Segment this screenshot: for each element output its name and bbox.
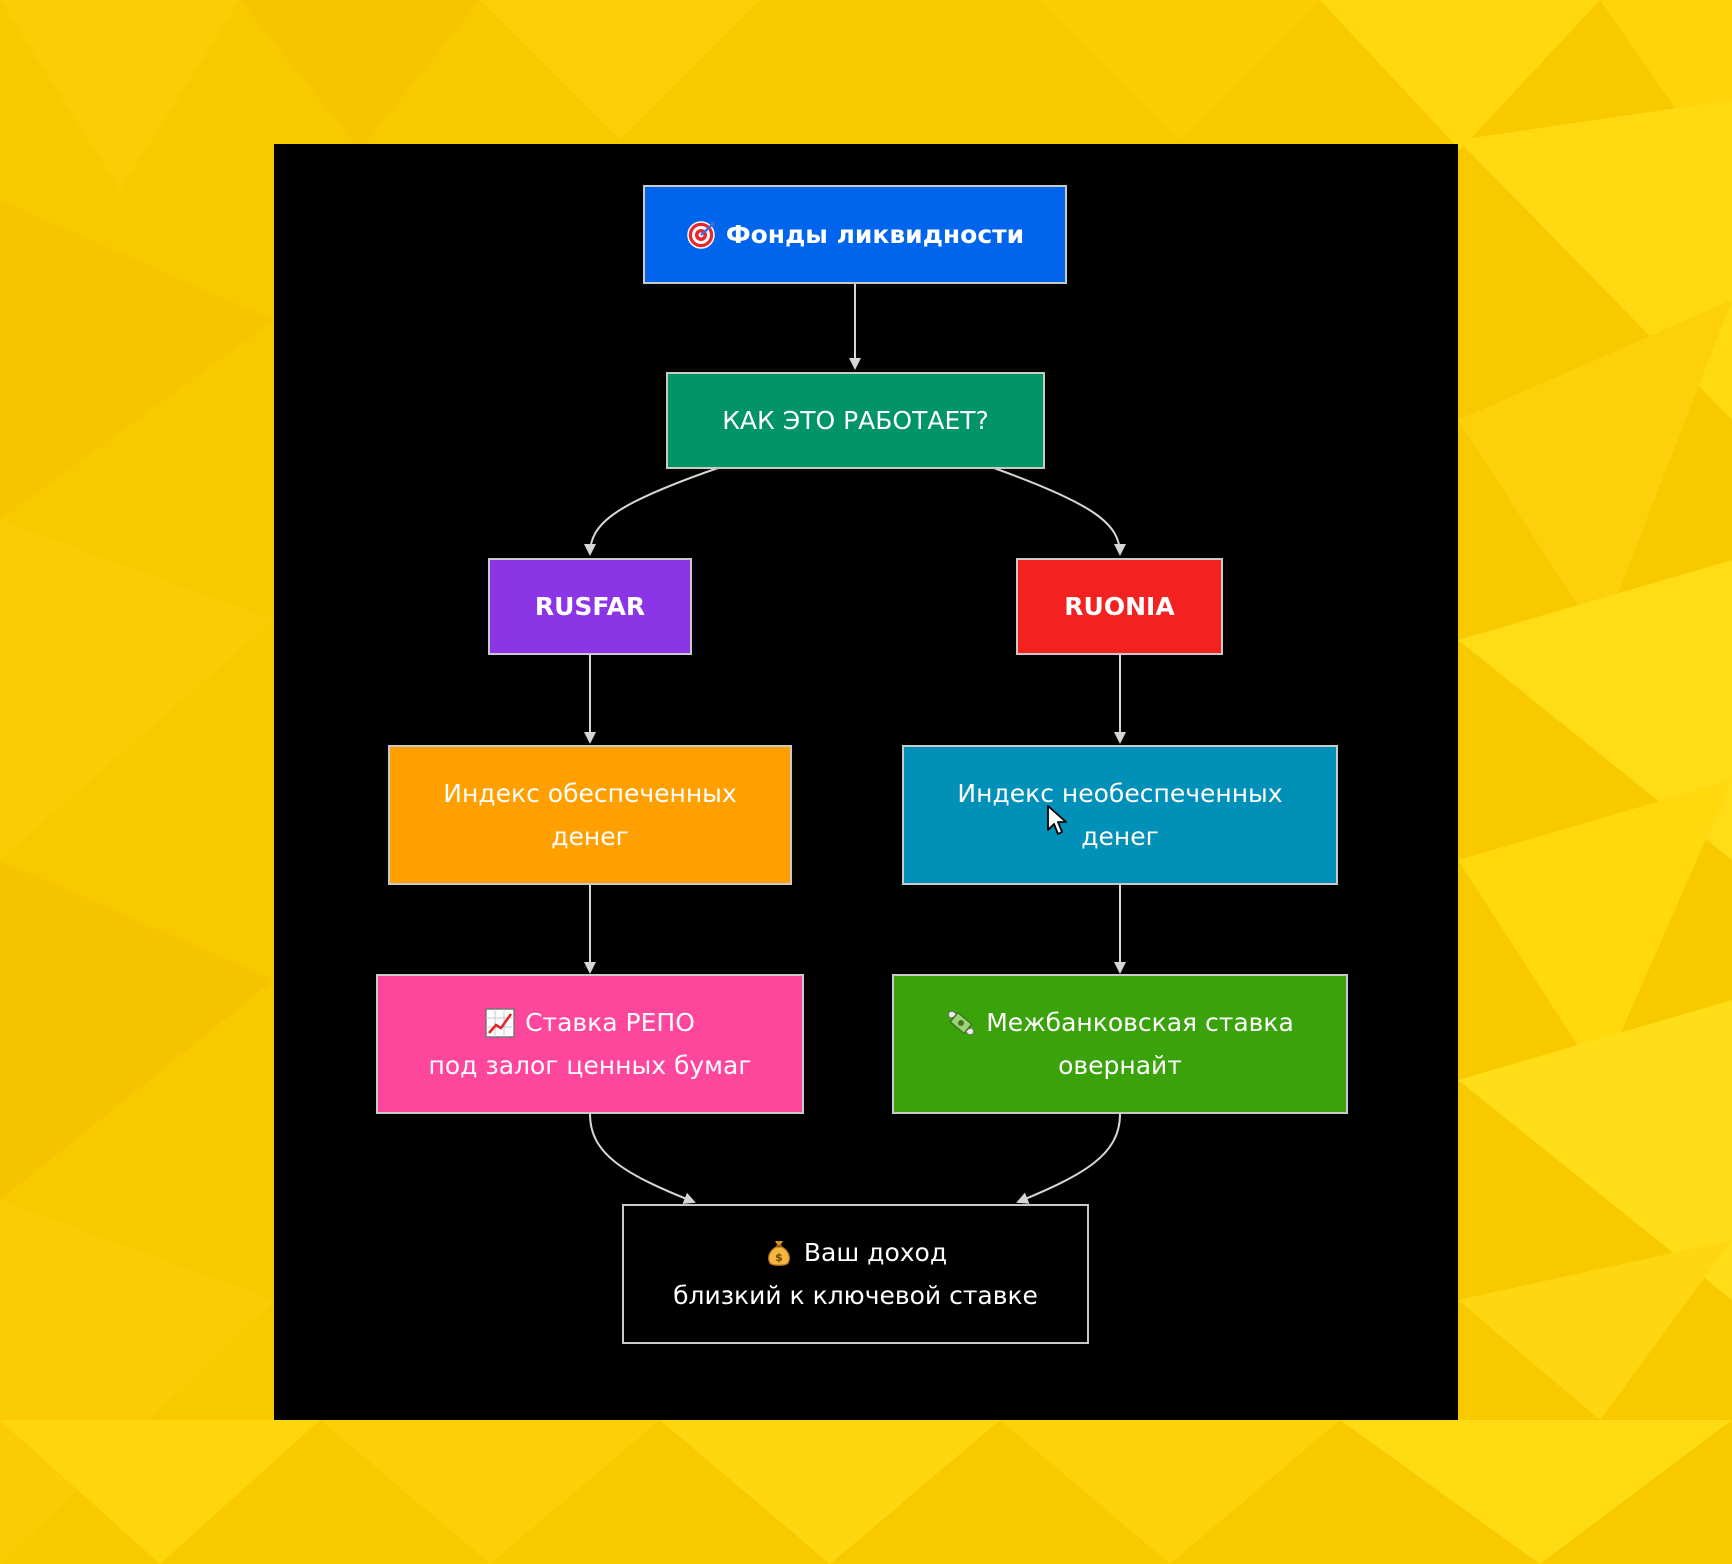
node-liquidity-funds-label: Фонды ликвидности	[725, 220, 1025, 249]
node-rusfar[interactable]: RUSFAR	[488, 558, 692, 655]
flowchart-canvas: Фонды ликвидности КАК ЭТО РАБОТАЕТ? RUSF…	[274, 144, 1458, 1420]
svg-text:$: $	[775, 1251, 783, 1264]
node-unsecured-index[interactable]: Индекс необеспеченных денег	[902, 745, 1338, 885]
node-interbank-rate-line1: Межбанковская ставка	[986, 1008, 1294, 1037]
mouse-pointer-icon	[1047, 805, 1067, 835]
node-rusfar-label: RUSFAR	[534, 592, 646, 621]
node-unsecured-index-line2: денег	[1081, 822, 1159, 851]
node-how-it-works-label: КАК ЭТО РАБОТАЕТ?	[722, 406, 989, 435]
edge-interbank-to-income	[1016, 1113, 1121, 1204]
node-interbank-rate-line2: овернайт	[1058, 1051, 1182, 1080]
flowchart-connectors	[584, 284, 1126, 1204]
node-repo-rate[interactable]: Ставка РЕПО под залог ценных бумаг	[376, 974, 804, 1114]
money-bag-icon: $	[764, 1238, 794, 1268]
money-wings-icon	[946, 1008, 976, 1038]
node-how-it-works[interactable]: КАК ЭТО РАБОТАЕТ?	[666, 372, 1045, 469]
edge-how-to-rusfar	[584, 467, 719, 556]
edge-repo-to-income	[589, 1113, 696, 1204]
node-repo-rate-line2: под залог ценных бумаг	[428, 1051, 752, 1080]
node-secured-index[interactable]: Индекс обеспеченных денег	[388, 745, 792, 885]
chart-increasing-icon	[485, 1007, 515, 1038]
target-icon	[686, 220, 716, 250]
node-ruonia-label: RUONIA	[1064, 592, 1175, 621]
node-interbank-rate[interactable]: Межбанковская ставка овернайт	[892, 974, 1348, 1114]
node-secured-index-line1: Индекс обеспеченных	[443, 779, 737, 808]
node-your-income-line1: Ваш доход	[803, 1238, 948, 1267]
edge-how-to-ruonia	[993, 467, 1126, 556]
node-ruonia[interactable]: RUONIA	[1016, 558, 1223, 655]
node-repo-rate-line1: Ставка РЕПО	[525, 1008, 695, 1037]
node-unsecured-index-line1: Индекс необеспеченных	[957, 779, 1283, 808]
node-secured-index-line2: денег	[551, 822, 629, 851]
node-liquidity-funds[interactable]: Фонды ликвидности	[643, 185, 1067, 284]
node-your-income-line2: близкий к ключевой ставке	[673, 1281, 1038, 1310]
node-your-income[interactable]: $ Ваш доход близкий к ключевой ставке	[622, 1204, 1089, 1344]
